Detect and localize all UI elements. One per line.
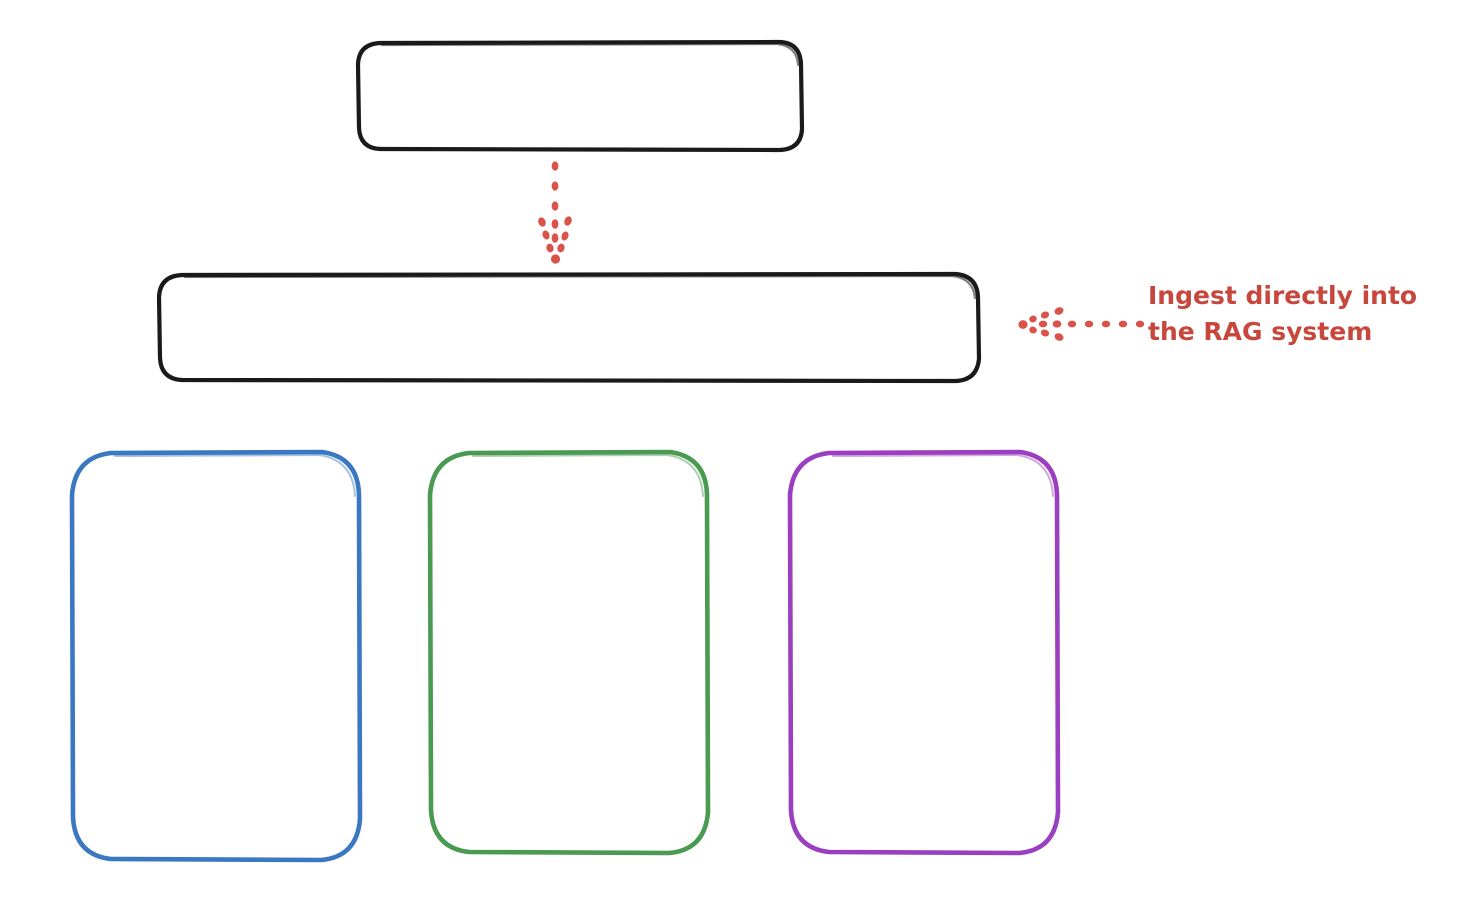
vector-io-sublabel: VectorIndex <box>128 726 304 756</box>
relational-io-sublabel: SQLTable <box>859 706 989 735</box>
node-rag-tool[interactable]: RAG Tool <box>156 271 982 384</box>
node-agent[interactable]: AGENT <box>355 39 805 153</box>
node-relational-io[interactable]: RelationalIO (insert_sql, query_sql) SQL… <box>787 449 1061 856</box>
node-vector-io[interactable]: VectorIO (insert_chunks, delete_chunks, … <box>69 449 363 863</box>
key-value-io-label: KeyValueIO (set_key, delete_key, get) <box>454 572 684 669</box>
arrow-left-icon <box>1018 307 1145 341</box>
agent-label: AGENT <box>521 80 639 112</box>
node-key-value-io[interactable]: KeyValueIO (set_key, delete_key, get) Ke… <box>427 449 711 856</box>
arrow-down-icon <box>538 161 572 264</box>
relational-io-label: RelationalIO (insert_sql, query_sql) <box>836 572 1012 669</box>
connector-agent-to-rag-tool <box>538 161 572 264</box>
connector-ingest-to-rag-tool <box>1018 307 1145 341</box>
vector-io-label: VectorIO (insert_chunks, delete_chunks, … <box>106 558 326 690</box>
annotation-ingest: Ingest directly into the RAG system <box>1148 281 1418 346</box>
key-value-io-sublabel: KeyValueIndex <box>460 706 678 735</box>
rag-tool-label: RAG Tool <box>499 311 638 343</box>
